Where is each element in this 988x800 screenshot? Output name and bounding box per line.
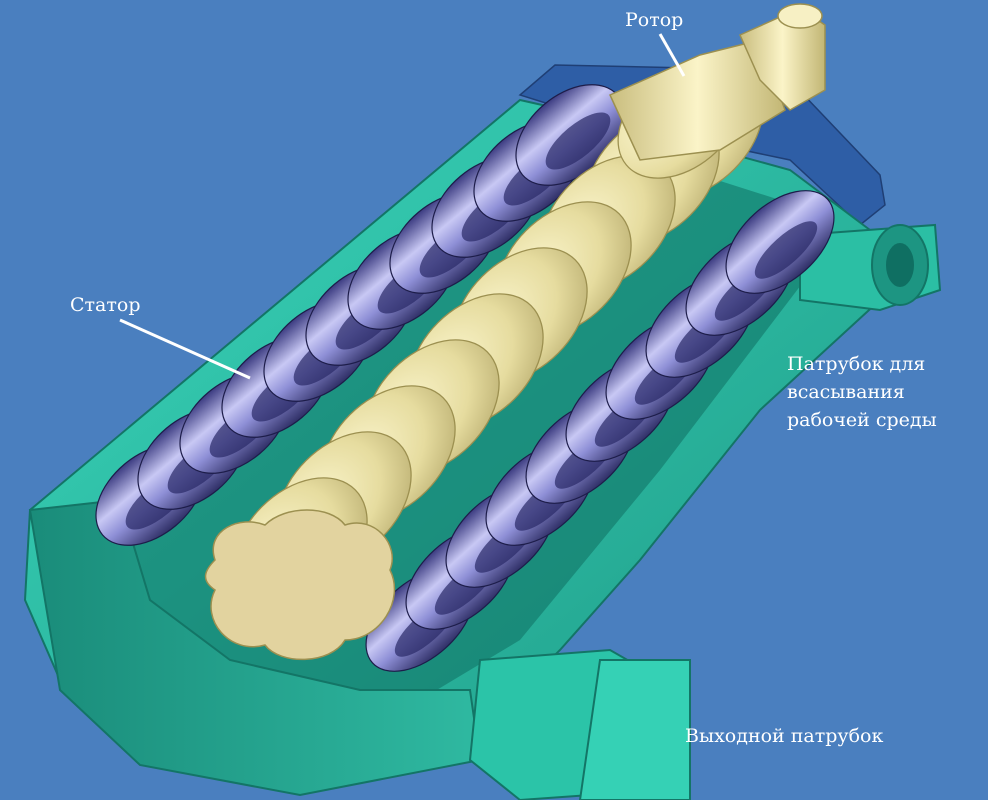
- stator-leader-line: [119, 318, 251, 380]
- stator-lobe: [725, 190, 835, 294]
- outlet-nozzle-label: Выходной патрубок: [685, 725, 884, 747]
- intake-nozzle: [799, 223, 942, 312]
- intake-nozzle-label: Патрубок для всасывания рабочей среды: [787, 350, 937, 434]
- rotor-leader-line: [658, 33, 686, 77]
- stator-label: Статор: [70, 294, 141, 316]
- outlet-nozzle: [468, 648, 691, 800]
- housing-end-face: [28, 498, 482, 797]
- intake-label-line-1: Патрубок для: [787, 353, 926, 375]
- intake-label-line-2: всасывания: [787, 381, 905, 403]
- rotor-shaft: [609, 3, 826, 161]
- rotor-end-face: [204, 509, 396, 661]
- intake-label-line-3: рабочей среды: [787, 409, 937, 431]
- rotor-label: Ротор: [625, 9, 684, 31]
